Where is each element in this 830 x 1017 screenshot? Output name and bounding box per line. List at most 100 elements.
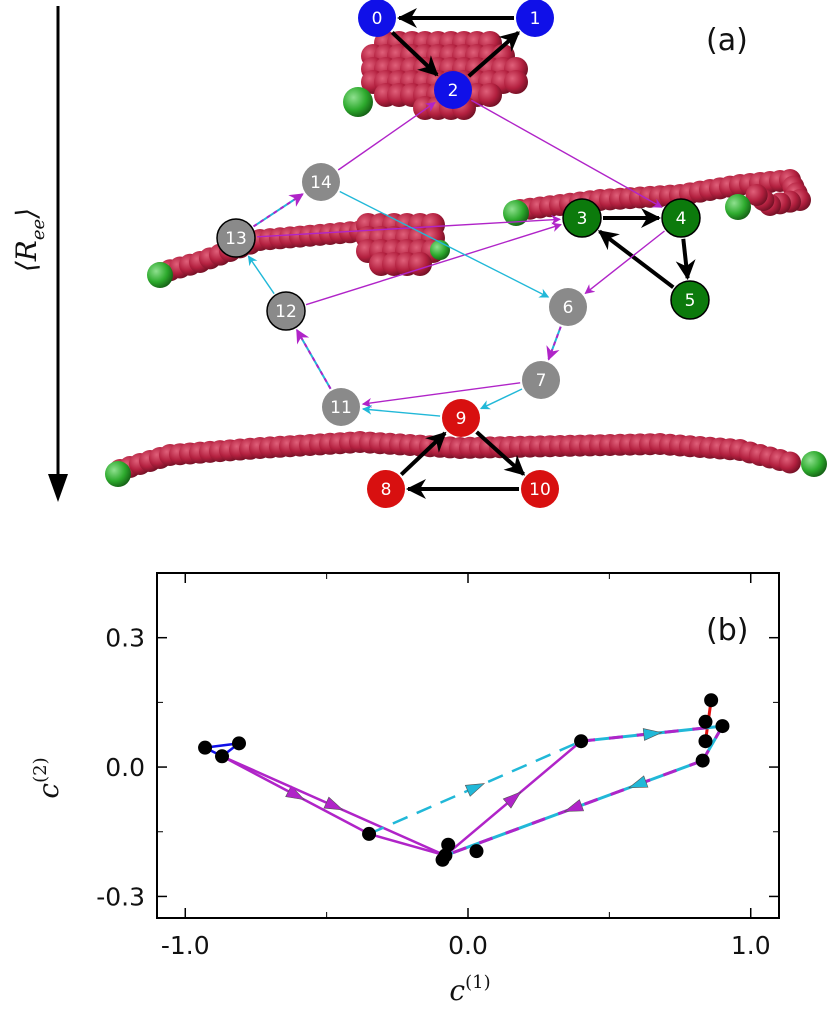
polymer-end-bead: [503, 200, 529, 226]
y-tick-label: 0.3: [105, 624, 145, 653]
edge-9-11: [361, 404, 441, 417]
data-point: [215, 749, 230, 764]
transition-edges: [247, 8, 696, 499]
direction-arrow: [563, 799, 585, 812]
polymer-end-bead: [105, 461, 131, 487]
trajectory-segments: [204, 700, 724, 857]
data-point: [231, 736, 246, 751]
panel-b: (b) -1.0 0.0 1.0 -0.3 0.0 0.3 c(2) c(1): [30, 572, 780, 1007]
x-tick-label: 0.0: [448, 931, 488, 960]
polymer-end-bead: [725, 194, 751, 220]
edge-5-3: [597, 229, 675, 289]
edge-14-2: [337, 102, 436, 171]
trajectory-segment-7: [368, 740, 582, 836]
state-node-14: 14: [302, 163, 340, 201]
trajectory-segment-3: [221, 755, 370, 836]
trajectory-segment-10: [444, 759, 704, 857]
edge-7-11: [361, 382, 521, 408]
state-node-13: 13: [216, 218, 256, 258]
data-point: [715, 719, 730, 734]
y-axis-label: c(2): [30, 757, 65, 798]
state-node-label: 6: [563, 298, 574, 318]
trajectory-segment-4: [221, 755, 446, 857]
state-node-8: 8: [367, 470, 405, 508]
y-tick-label: -0.3: [96, 882, 145, 911]
edge-2-1: [467, 31, 520, 78]
trajectory-segment-0: [204, 741, 244, 758]
data-point: [198, 740, 213, 755]
state-node-label: 14: [310, 173, 332, 193]
polymer-end-bead: [147, 262, 173, 288]
data-points: [198, 693, 730, 867]
direction-arrow: [464, 783, 486, 797]
direction-arrow: [628, 775, 649, 789]
trajectory-segment-8: [580, 724, 723, 743]
edge-8-9: [399, 431, 447, 477]
state-node-7: 7: [522, 361, 560, 399]
direction-arrow: [502, 791, 522, 809]
trajectory-segment-5: [368, 832, 446, 857]
state-node-4: 4: [661, 198, 701, 238]
data-point: [362, 826, 377, 841]
state-node-label: 1: [530, 9, 541, 29]
state-node-label: 11: [330, 398, 352, 418]
data-point: [698, 734, 713, 749]
state-node-label: 4: [676, 209, 687, 229]
x-tick-label: -1.0: [161, 931, 210, 960]
panel-b-label: (b): [706, 613, 748, 648]
edge-14-6: [339, 190, 550, 298]
y-tick-label: 0.0: [105, 753, 145, 782]
ree-axis-label: ⟨Ree⟩: [10, 208, 49, 272]
edge-6-7: [546, 326, 562, 361]
data-point: [435, 852, 450, 867]
data-point: [698, 714, 713, 729]
x-axis-label: c(1): [449, 972, 490, 1007]
plot-frame: [156, 572, 780, 919]
data-point: [704, 693, 719, 708]
state-node-11: 11: [322, 388, 360, 426]
edge-7-9: [479, 388, 523, 410]
edge-12-13: [247, 255, 275, 295]
state-node-12: 12: [266, 291, 306, 331]
data-point: [441, 837, 456, 852]
state-node-label: 3: [577, 209, 588, 229]
data-point: [695, 753, 710, 768]
state-node-label: 8: [381, 480, 392, 500]
state-node-3: 3: [562, 198, 602, 238]
trajectory-segment-6: [444, 740, 582, 857]
state-node-10: 10: [521, 470, 559, 508]
panel-a-label: (a): [706, 23, 748, 58]
state-node-label: 13: [225, 229, 247, 249]
state-node-5: 5: [670, 280, 710, 320]
edge-13-3: [256, 214, 562, 238]
edge-11-12: [296, 328, 332, 390]
polymer-end-bead: [801, 451, 827, 477]
state-node-label: 0: [372, 9, 383, 29]
edge-9-10: [475, 430, 526, 476]
state-node-label: 12: [275, 302, 297, 322]
edge-13-14: [252, 193, 304, 228]
edge-4-5: [675, 238, 696, 281]
edge-12-3: [305, 222, 562, 306]
edge-4-6: [584, 230, 665, 294]
axis-ticks: -1.0 0.0 1.0 -0.3 0.0 0.3: [96, 573, 779, 960]
direction-arrow: [323, 796, 344, 811]
x-tick-label: 1.0: [731, 931, 771, 960]
direction-arrow: [285, 785, 306, 801]
state-node-label: 9: [456, 409, 467, 429]
state-node-6: 6: [549, 288, 587, 326]
edge-2-4: [470, 99, 663, 208]
direction-arrow: [642, 728, 663, 741]
state-node-2: 2: [434, 71, 472, 109]
data-point: [469, 844, 484, 859]
state-node-label: 7: [536, 371, 547, 391]
state-node-9: 9: [442, 399, 480, 437]
ree-axis-arrow: [48, 6, 68, 502]
data-point: [574, 734, 589, 749]
state-node-1: 1: [516, 0, 554, 37]
edge-0-2: [390, 30, 439, 77]
state-node-0: 0: [358, 0, 396, 37]
state-node-label: 2: [448, 81, 459, 101]
